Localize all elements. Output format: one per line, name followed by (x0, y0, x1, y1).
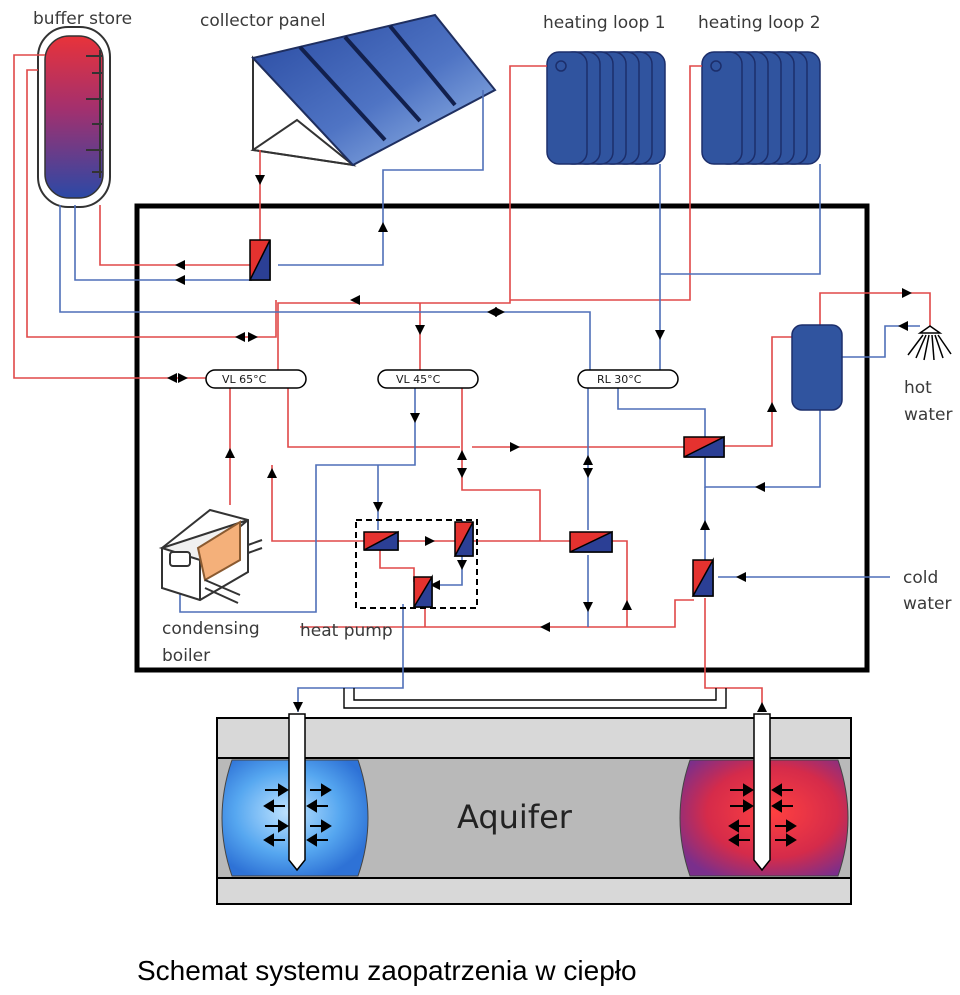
heat-exchanger-cold-water (691, 557, 714, 597)
heat-exchangers (248, 239, 725, 608)
heat-exchanger-hot-water (683, 435, 725, 458)
hot-water-label: water (904, 405, 952, 425)
heat-exchanger-collector (248, 239, 271, 281)
collector-panel-label: collector panel (200, 11, 326, 31)
system-frame (134, 203, 870, 673)
heat-exchanger-hp-1 (363, 530, 399, 551)
header-vl65: VL 65°C (205, 369, 307, 389)
header-vl45: VL 45°C (377, 369, 479, 389)
heating-loop-2-radiator (701, 51, 821, 165)
cold-pipes (59, 90, 920, 712)
hot-pipes (13, 54, 931, 712)
heating-loop-2-label: heating loop 2 (698, 13, 821, 33)
buffer-store-label: buffer store (33, 9, 132, 29)
heat-exchanger-hp-2 (453, 521, 474, 557)
aquifer-section (216, 688, 852, 905)
cold-well-arrows (263, 783, 332, 847)
boiler-label: boiler (162, 646, 210, 666)
buffer-store (37, 26, 111, 208)
heating-loop-1-radiator (546, 51, 666, 165)
hot-label: hot (904, 378, 932, 398)
cold-water-label: water (903, 594, 951, 614)
header-rl30: RL 30°C (577, 369, 679, 389)
condensing-boiler-icon (158, 508, 263, 604)
well-connection-arrows (293, 702, 767, 712)
flow-arrows (167, 175, 912, 632)
heat-pump-label: heat pump (300, 621, 393, 641)
heat-exchanger-mid (569, 530, 613, 553)
heating-loop-1-label: heating loop 1 (543, 13, 666, 33)
svg-text:RL 30°C: RL 30°C (597, 373, 642, 386)
hot-water-tank (791, 324, 843, 411)
condensing-label: condensing (162, 619, 260, 639)
shower-head-icon (907, 325, 952, 361)
heat-exchanger-hp-3 (412, 574, 433, 608)
aquifer-label: Aquifer (457, 798, 573, 836)
svg-text:VL 65°C: VL 65°C (222, 373, 267, 386)
svg-text:VL 45°C: VL 45°C (396, 373, 441, 386)
collector-panel (250, 13, 497, 167)
heat-pump-box (355, 519, 478, 609)
cold-label: cold (903, 568, 938, 588)
hot-well-arrows (728, 783, 797, 847)
diagram-caption: Schemat systemu zaopatrzenia w ciepło (137, 955, 637, 986)
